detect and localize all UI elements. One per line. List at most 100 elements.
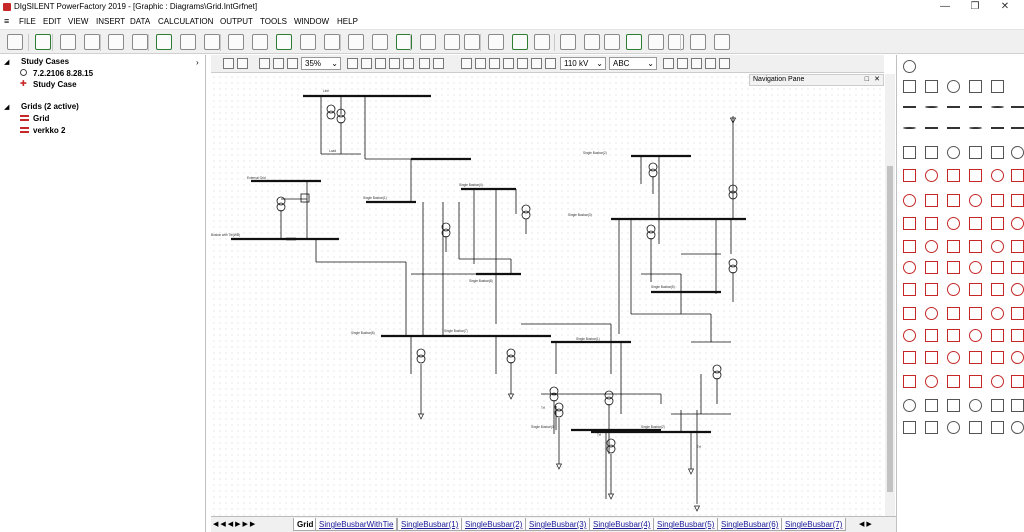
table-icon[interactable] bbox=[545, 58, 556, 69]
close-icon[interactable]: ✕ bbox=[874, 76, 880, 83]
transformer-icon[interactable] bbox=[276, 202, 286, 212]
collapse-arrow-icon[interactable]: ◢ bbox=[4, 59, 10, 66]
doc-icon[interactable] bbox=[252, 34, 268, 50]
color-icon[interactable] bbox=[503, 58, 514, 69]
snap-icon[interactable] bbox=[705, 58, 716, 69]
menu-data[interactable]: DATA bbox=[130, 17, 151, 26]
transformer-icon[interactable] bbox=[646, 224, 656, 234]
palette-element-icon[interactable] bbox=[1011, 106, 1024, 108]
link-icon[interactable] bbox=[560, 34, 576, 50]
graph-icon[interactable] bbox=[714, 34, 730, 50]
transformer-icon[interactable] bbox=[712, 370, 722, 380]
flag-icon[interactable] bbox=[668, 34, 684, 50]
zoom-out-icon[interactable] bbox=[273, 58, 284, 69]
forward-icon[interactable] bbox=[604, 34, 620, 50]
report-icon[interactable] bbox=[276, 34, 292, 50]
palette-element-icon[interactable] bbox=[947, 421, 960, 434]
transformer-icon[interactable] bbox=[648, 168, 658, 178]
palette-element-icon[interactable] bbox=[903, 351, 916, 364]
freeze-icon[interactable] bbox=[237, 58, 248, 69]
palette-element-icon[interactable] bbox=[903, 169, 916, 182]
options-icon[interactable] bbox=[719, 58, 730, 69]
palette-element-icon[interactable] bbox=[991, 283, 1004, 296]
transformer-icon[interactable] bbox=[521, 210, 531, 220]
palette-element-icon[interactable] bbox=[903, 307, 916, 320]
close-button[interactable]: ✕ bbox=[1000, 1, 1010, 12]
transformer-icon[interactable] bbox=[728, 184, 738, 194]
palette-element-icon[interactable] bbox=[1011, 421, 1024, 434]
tree-grids[interactable]: Grids (2 active) bbox=[21, 102, 79, 111]
text-icon[interactable] bbox=[512, 34, 528, 50]
refresh-icon[interactable] bbox=[420, 34, 436, 50]
palette-element-icon[interactable] bbox=[925, 351, 938, 364]
short-circuit-icon[interactable] bbox=[180, 34, 196, 50]
palette-element-icon[interactable] bbox=[969, 421, 982, 434]
transformer-icon[interactable] bbox=[648, 162, 658, 172]
load-icon[interactable] bbox=[729, 117, 737, 124]
chart-icon[interactable] bbox=[531, 58, 542, 69]
palette-element-icon[interactable] bbox=[925, 329, 938, 342]
palette-element-icon[interactable] bbox=[947, 351, 960, 364]
scrollbar-thumb[interactable] bbox=[887, 166, 893, 492]
tab-singlebusbar-1[interactable]: SingleBusbar(1) bbox=[397, 518, 463, 531]
transformer-icon[interactable] bbox=[276, 196, 286, 206]
palette-element-icon[interactable] bbox=[991, 421, 1004, 434]
palette-element-icon[interactable] bbox=[925, 283, 938, 296]
transformer-icon[interactable] bbox=[326, 104, 336, 114]
palette-element-icon[interactable] bbox=[969, 106, 982, 108]
palette-element-icon[interactable] bbox=[991, 399, 1004, 412]
collapse-arrow-icon[interactable]: ◢ bbox=[4, 104, 10, 111]
palette-element-icon[interactable] bbox=[947, 169, 960, 182]
palette-element-icon[interactable] bbox=[903, 60, 916, 73]
palette-element-icon[interactable] bbox=[991, 217, 1004, 230]
transformer-icon[interactable] bbox=[549, 386, 559, 396]
link-icon[interactable] bbox=[419, 58, 430, 69]
check-doc-icon[interactable] bbox=[132, 34, 148, 50]
palette-element-icon[interactable] bbox=[1011, 399, 1024, 412]
new-icon[interactable] bbox=[35, 34, 51, 50]
location-icon[interactable] bbox=[204, 34, 220, 50]
palette-element-icon[interactable] bbox=[947, 106, 960, 108]
palette-element-icon[interactable] bbox=[969, 194, 982, 207]
transformer-icon[interactable] bbox=[712, 364, 722, 374]
palette-element-icon[interactable] bbox=[947, 240, 960, 253]
menu-edit[interactable]: EDIT bbox=[43, 17, 62, 26]
clock-icon[interactable] bbox=[84, 34, 100, 50]
palette-element-icon[interactable] bbox=[991, 329, 1004, 342]
palette-element-icon[interactable] bbox=[991, 194, 1004, 207]
palette-element-icon[interactable] bbox=[1011, 217, 1024, 230]
palette-element-icon[interactable] bbox=[925, 421, 938, 434]
load-icon[interactable] bbox=[687, 468, 695, 475]
menu-view[interactable]: VIEW bbox=[68, 17, 89, 26]
box-icon[interactable] bbox=[663, 58, 674, 69]
tab-grid[interactable]: Grid bbox=[293, 518, 318, 531]
transformer-icon[interactable] bbox=[416, 354, 426, 364]
print-preview-icon[interactable] bbox=[691, 58, 702, 69]
palette-element-icon[interactable] bbox=[1011, 351, 1024, 364]
stack-icon[interactable] bbox=[475, 58, 486, 69]
transformer-icon[interactable] bbox=[416, 348, 426, 358]
print-icon[interactable] bbox=[677, 58, 688, 69]
app-menu-icon[interactable]: ≡ bbox=[4, 16, 10, 26]
transformer-icon[interactable] bbox=[728, 264, 738, 274]
load-icon[interactable] bbox=[693, 505, 701, 512]
chart-icon[interactable] bbox=[372, 34, 388, 50]
tab-singlebusbar-5[interactable]: SingleBusbar(5) bbox=[653, 518, 719, 531]
palette-element-icon[interactable] bbox=[991, 261, 1004, 274]
palette-element-icon[interactable] bbox=[969, 307, 982, 320]
transformer-icon[interactable] bbox=[604, 396, 614, 406]
play-icon[interactable] bbox=[584, 34, 600, 50]
transformer-icon[interactable] bbox=[728, 258, 738, 268]
zoom-fit-icon[interactable] bbox=[287, 58, 298, 69]
tab-scroll-arrows-icon[interactable]: ◀◀◀▶▶▶ bbox=[213, 521, 258, 528]
transformer-icon[interactable] bbox=[604, 390, 614, 400]
palette-element-icon[interactable] bbox=[903, 421, 916, 434]
transformer-icon[interactable] bbox=[441, 222, 451, 232]
palette-element-icon[interactable] bbox=[969, 169, 982, 182]
tree-study-cases[interactable]: Study Cases bbox=[21, 57, 70, 66]
palette-element-icon[interactable] bbox=[969, 146, 982, 159]
transformer-icon[interactable] bbox=[606, 438, 616, 448]
palette-element-icon[interactable] bbox=[925, 127, 938, 129]
palette-element-icon[interactable] bbox=[991, 169, 1004, 182]
